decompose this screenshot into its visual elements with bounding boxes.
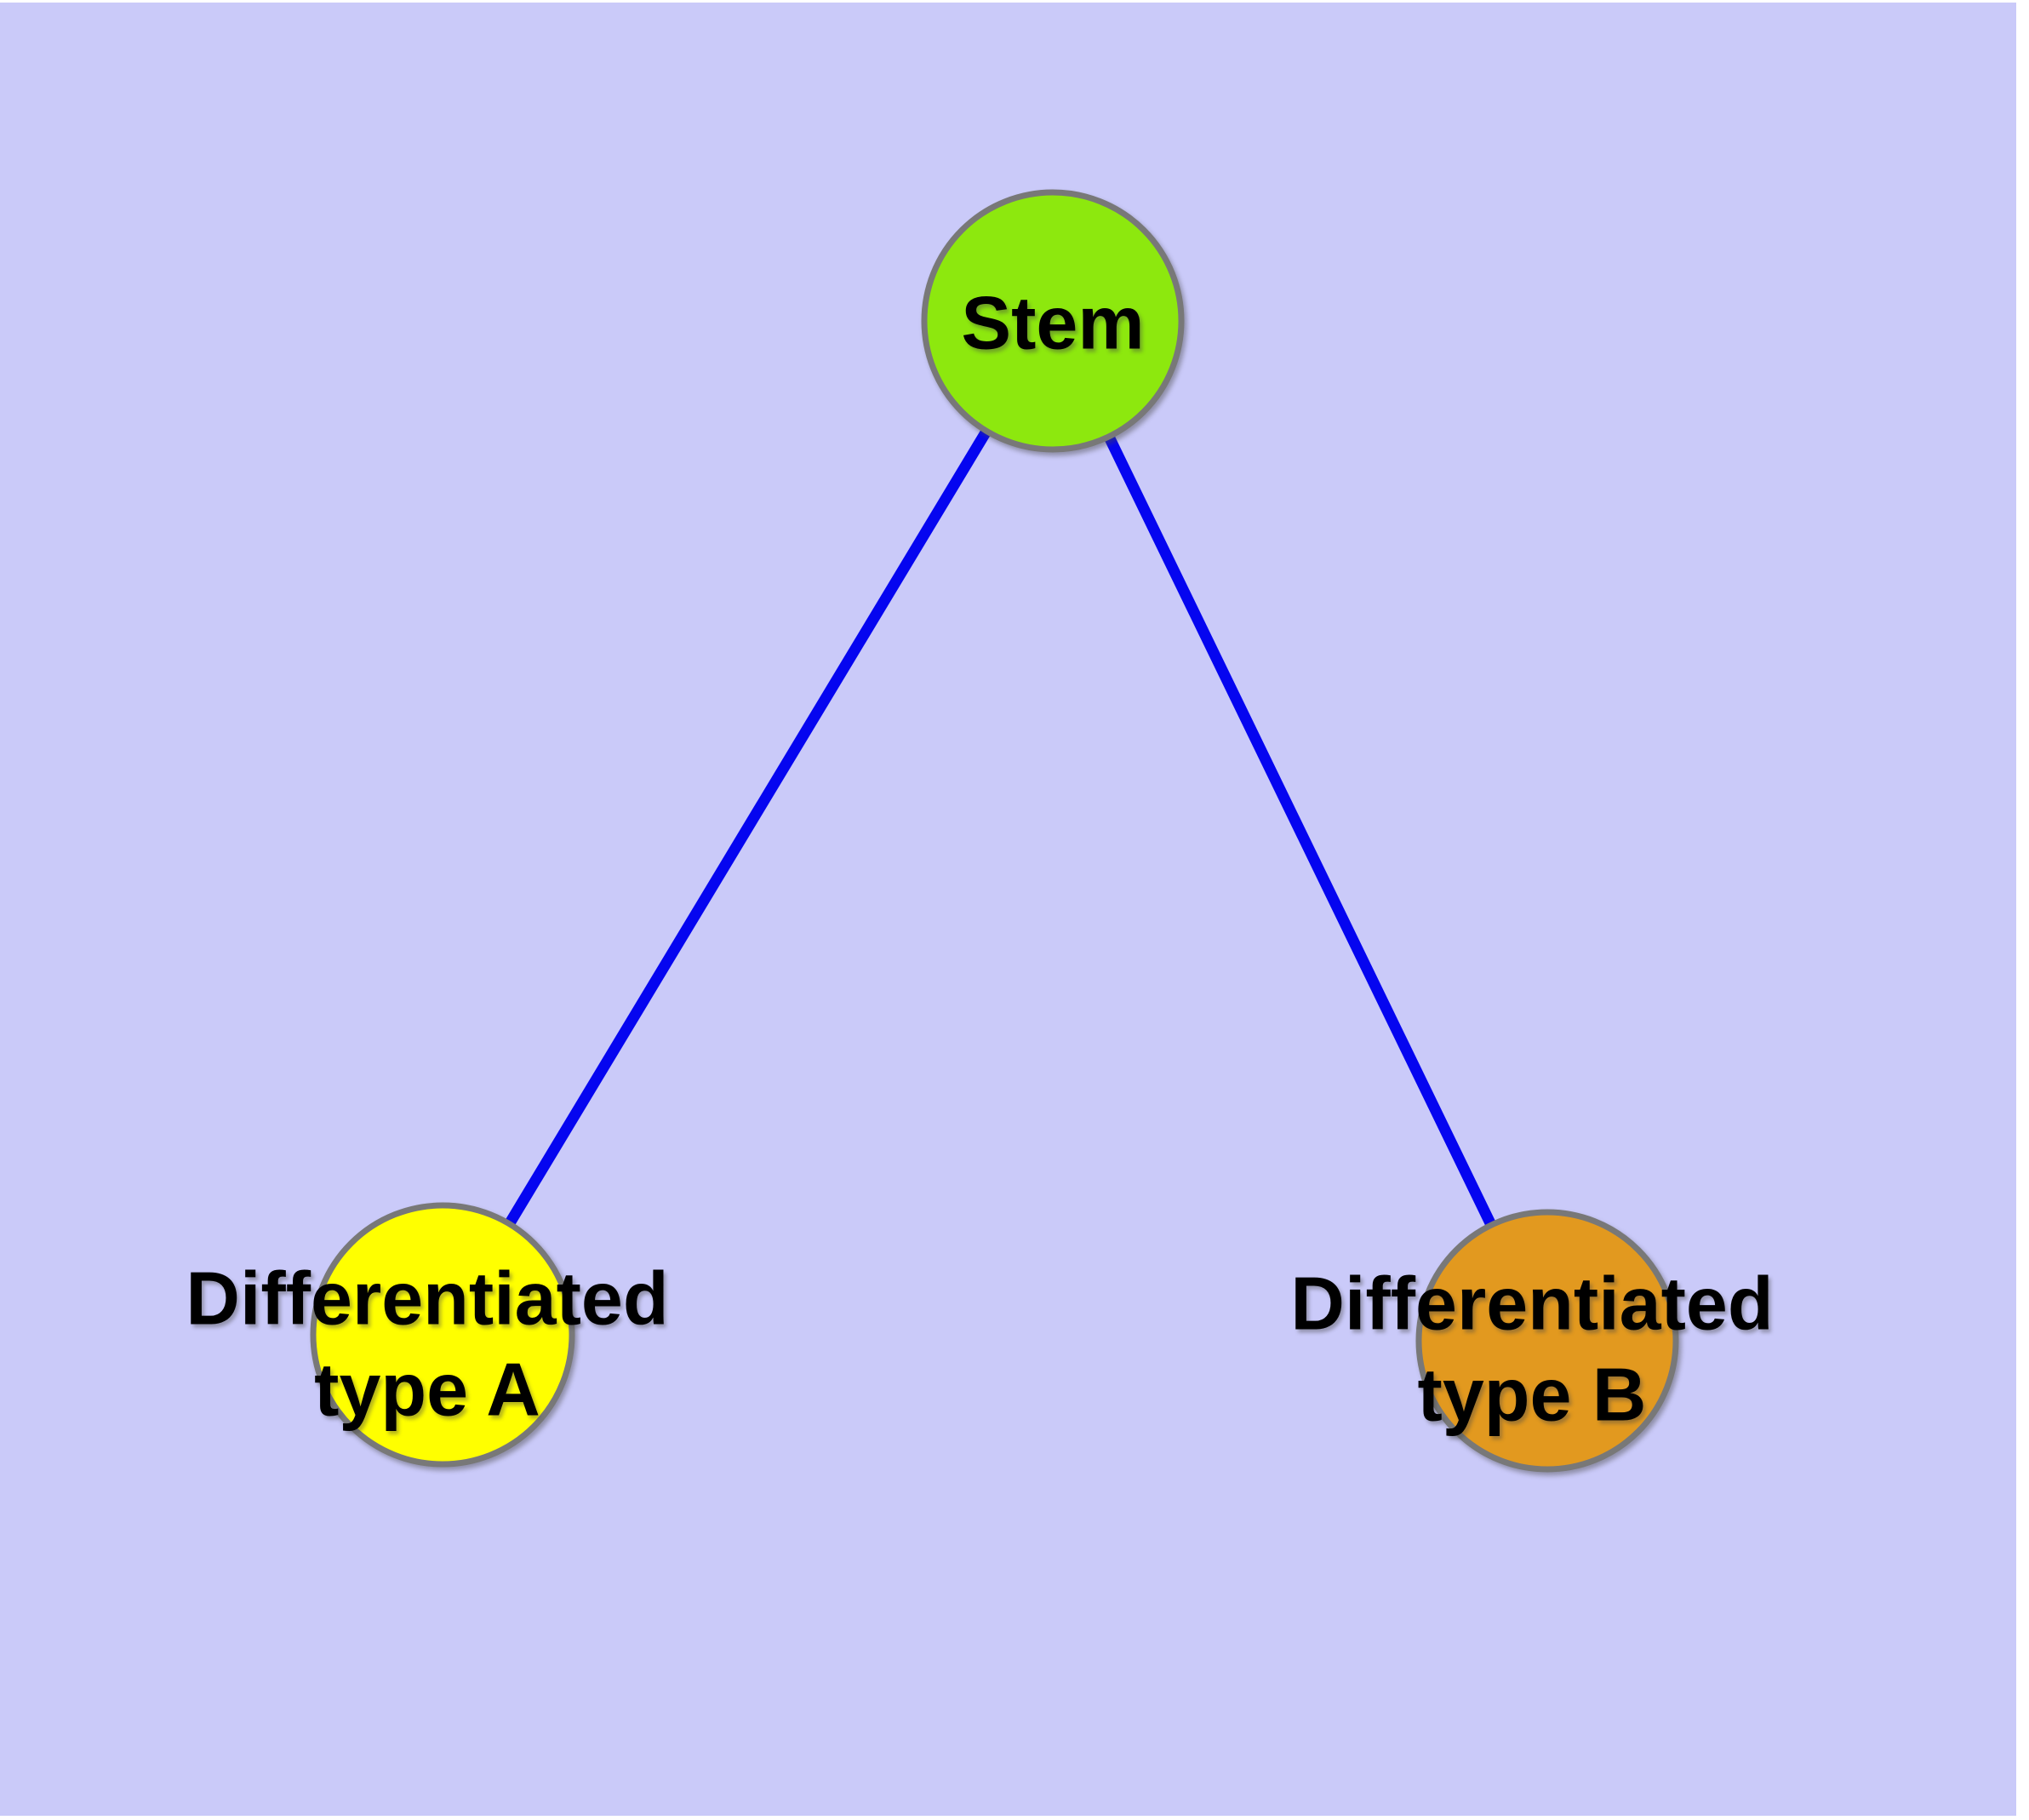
edge-stem-to-type-b[interactable] [1048, 318, 1552, 1343]
node-differentiated-type-a[interactable] [310, 1202, 575, 1468]
edge-stem-to-type-a[interactable] [437, 318, 1058, 1338]
graph-canvas: Stem Differentiated type A Differentiate… [0, 3, 2016, 1816]
node-stem[interactable] [921, 189, 1185, 453]
node-differentiated-type-b[interactable] [1415, 1209, 1679, 1473]
graph-svg [310, 189, 1679, 1473]
